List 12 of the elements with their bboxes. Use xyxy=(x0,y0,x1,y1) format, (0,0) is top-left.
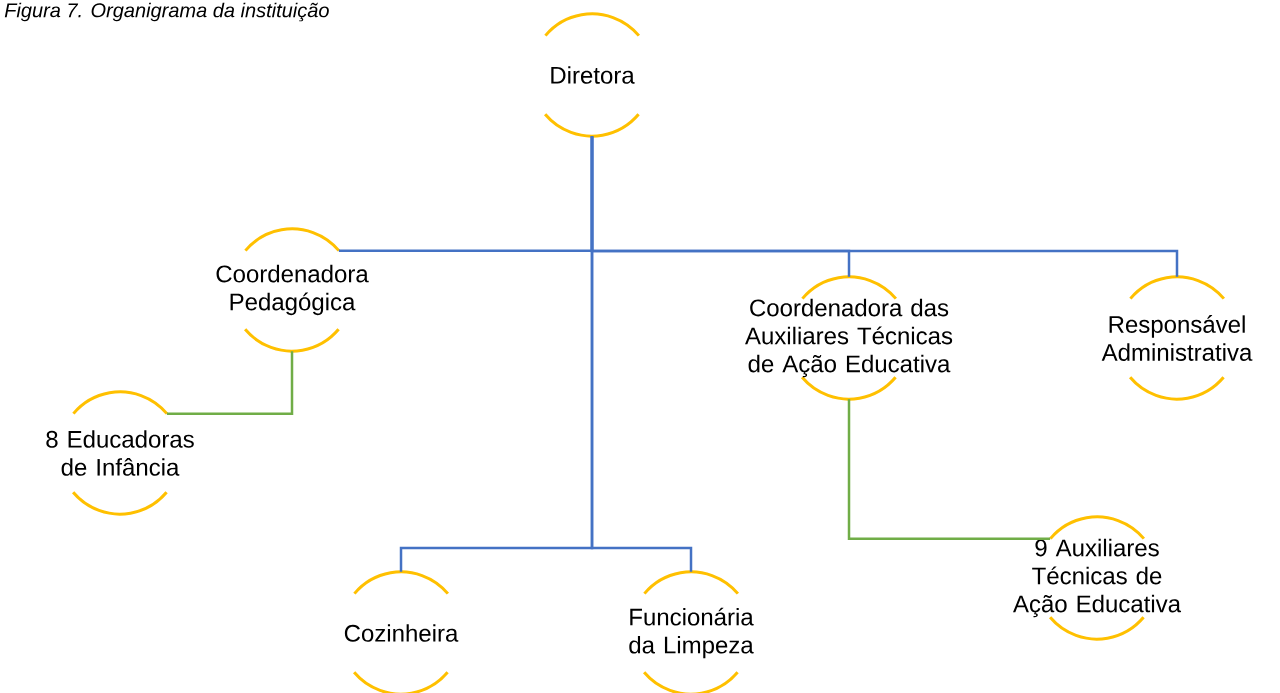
circle-node: Cozinheira xyxy=(344,570,459,693)
figure-caption: Figura 7. Organigrama da instituição xyxy=(4,2,329,22)
connector-line xyxy=(590,136,693,572)
circle-node: Funcionária da Limpeza xyxy=(629,570,754,693)
circle-node: Coordenadora Pedagógica xyxy=(216,227,369,353)
circle-node: Coordenadora das Auxiliares Técnicas de Ação Educativa xyxy=(745,275,953,401)
circle-node: Responsável Administrativa xyxy=(1101,275,1253,401)
connector-line xyxy=(847,399,1051,540)
circle-node: Diretora xyxy=(544,12,640,138)
circle-node: 8 Educadoras de Infância xyxy=(46,390,194,516)
connector-line xyxy=(166,351,294,415)
circle-node: 9 Auxiliares Técnicas de Ação Educativa xyxy=(1013,515,1181,641)
